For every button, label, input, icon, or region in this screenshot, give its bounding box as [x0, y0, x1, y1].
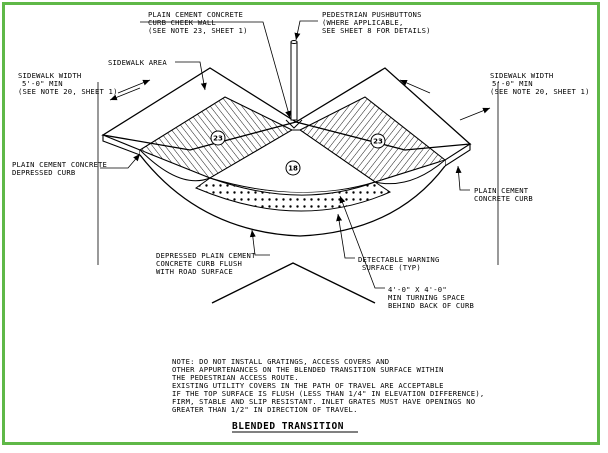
svg-text:FIRM, STABLE AND SLIP RESISTAN: FIRM, STABLE AND SLIP RESISTANT. INLET G…	[172, 397, 475, 406]
label-sidewalk-width-right: SIDEWALK WIDTH 5'-0" MIN (SEE NOTE 20, S…	[490, 71, 590, 96]
concrete-curb-right	[444, 142, 471, 168]
svg-text:DETECTABLE WARNING: DETECTABLE WARNING	[358, 255, 440, 264]
svg-text:OTHER APPURTENANCES ON THE BLE: OTHER APPURTENANCES ON THE BLENDED TRANS…	[172, 365, 444, 374]
svg-text:5'-0" MIN: 5'-0" MIN	[492, 79, 533, 88]
callout-center: 18	[285, 160, 301, 176]
svg-text:CURB CHEEK WALL: CURB CHEEK WALL	[148, 18, 216, 27]
label-curb-flush: DEPRESSED PLAIN CEMENT CONCRETE CURB FLU…	[156, 251, 256, 276]
label-sidewalk-width-left: SIDEWALK WIDTH 5'-0" MIN (SEE NOTE 20, S…	[18, 71, 118, 96]
svg-text:EXISTING UTILITY COVERS IN THE: EXISTING UTILITY COVERS IN THE PATH OF T…	[172, 381, 444, 390]
svg-text:NOTE: DO NOT INSTALL GRATINGS,: NOTE: DO NOT INSTALL GRATINGS, ACCESS CO…	[172, 357, 389, 366]
label-cheek-wall: PLAIN CEMENT CONCRETE CURB CHEEK WALL (S…	[148, 10, 248, 35]
corner-marker	[211, 262, 376, 304]
svg-text:CONCRETE CURB FLUSH: CONCRETE CURB FLUSH	[156, 259, 242, 268]
label-detectable-warning: DETECTABLE WARNING SURFACE (TYP)	[358, 255, 440, 272]
svg-text:(SEE NOTE 20, SHEET 1): (SEE NOTE 20, SHEET 1)	[490, 87, 590, 96]
label-sidewalk-area: SIDEWALK AREA	[108, 58, 167, 67]
svg-text:WITH ROAD SURFACE: WITH ROAD SURFACE	[156, 267, 233, 276]
leader-lines	[97, 20, 499, 289]
svg-text:(SEE NOTE 20, SHEET 1): (SEE NOTE 20, SHEET 1)	[18, 87, 118, 96]
notes: NOTE: DO NOT INSTALL GRATINGS, ACCESS CO…	[172, 357, 484, 414]
svg-text:SEE SHEET 8 FOR DETAILS): SEE SHEET 8 FOR DETAILS)	[322, 26, 431, 35]
label-plain-cement-curb: PLAIN CEMENT CONCRETE CURB	[474, 186, 533, 203]
svg-text:(SEE NOTE 23, SHEET 1): (SEE NOTE 23, SHEET 1)	[148, 26, 248, 35]
svg-text:DEPRESSED CURB: DEPRESSED CURB	[12, 168, 75, 177]
callout-right: 23	[370, 133, 386, 149]
svg-text:23: 23	[373, 138, 383, 146]
svg-text:BLENDED TRANSITION: BLENDED TRANSITION	[232, 421, 344, 432]
svg-text:SURFACE (TYP): SURFACE (TYP)	[362, 263, 421, 272]
label-turning-space: 4'-0" X 4'-0" MIN TURNING SPACE BEHIND B…	[388, 285, 474, 310]
svg-text:SIDEWALK AREA: SIDEWALK AREA	[108, 58, 167, 67]
svg-text:4'-0" X 4'-0": 4'-0" X 4'-0"	[388, 285, 447, 294]
svg-text:PLAIN CEMENT: PLAIN CEMENT	[474, 186, 529, 195]
svg-text:5'-0" MIN: 5'-0" MIN	[22, 79, 63, 88]
svg-text:23: 23	[213, 135, 223, 143]
pushbutton-post	[285, 40, 303, 129]
svg-text:PLAIN CEMENT CONCRETE: PLAIN CEMENT CONCRETE	[12, 160, 107, 169]
diagram-title: BLENDED TRANSITION	[232, 421, 358, 433]
label-pushbuttons: PEDESTRIAN PUSHBUTTONS (WHERE APPLICABLE…	[322, 10, 431, 35]
svg-text:CONCRETE CURB: CONCRETE CURB	[474, 194, 533, 203]
svg-text:SIDEWALK WIDTH: SIDEWALK WIDTH	[18, 71, 81, 80]
svg-text:SIDEWALK WIDTH: SIDEWALK WIDTH	[490, 71, 553, 80]
svg-text:IF THE TOP SURFACE IS FLUSH (L: IF THE TOP SURFACE IS FLUSH (LESS THAN 1…	[172, 389, 484, 398]
label-depressed-curb: PLAIN CEMENT CONCRETE DEPRESSED CURB	[12, 160, 107, 177]
svg-text:GREATER THAN 1/2" IN DIRECTION: GREATER THAN 1/2" IN DIRECTION OF TRAVEL…	[172, 405, 358, 414]
svg-text:(WHERE APPLICABLE,: (WHERE APPLICABLE,	[322, 18, 404, 27]
callout-left: 23	[210, 130, 226, 146]
svg-text:THE PEDESTRIAN ACCESS ROUTE.: THE PEDESTRIAN ACCESS ROUTE.	[172, 373, 299, 382]
svg-text:MIN TURNING SPACE: MIN TURNING SPACE	[388, 293, 465, 302]
svg-text:PEDESTRIAN PUSHBUTTONS: PEDESTRIAN PUSHBUTTONS	[322, 10, 422, 19]
svg-text:BEHIND BACK OF CURB: BEHIND BACK OF CURB	[388, 301, 474, 310]
svg-text:18: 18	[288, 165, 298, 173]
svg-text:DEPRESSED PLAIN CEMENT: DEPRESSED PLAIN CEMENT	[156, 251, 256, 260]
svg-text:PLAIN CEMENT CONCRETE: PLAIN CEMENT CONCRETE	[148, 10, 243, 19]
